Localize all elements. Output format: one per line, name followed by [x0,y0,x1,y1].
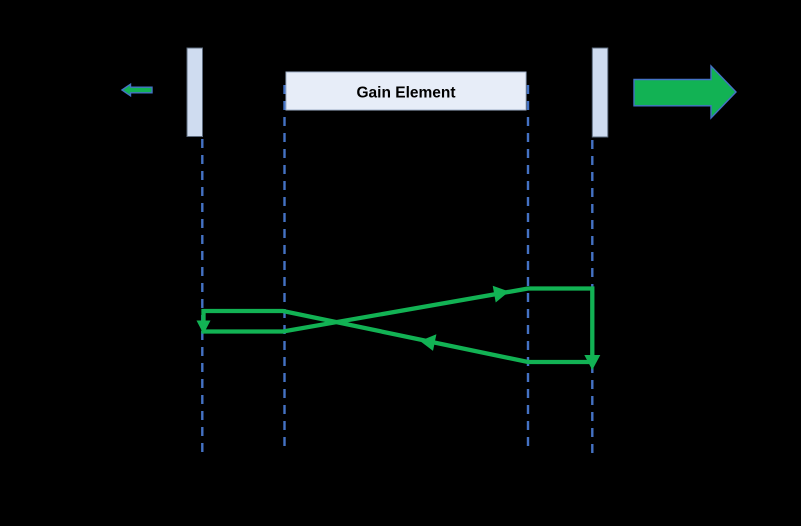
gain-element-label: Gain Element [356,85,455,102]
beam-arrowhead-return-left-icon [420,334,437,351]
beam-arrowhead-down-left-mirror-icon [196,320,211,334]
rightward-output-arrow-icon [633,64,737,120]
beam-arrowhead-forward-right-icon [492,285,509,303]
gain-element-box [285,71,527,111]
beam-arrowhead-down-right-mirror-icon [584,355,601,370]
right-mirror [591,47,609,138]
leftward-output-arrow-icon [120,82,153,98]
left-mirror [186,47,203,137]
